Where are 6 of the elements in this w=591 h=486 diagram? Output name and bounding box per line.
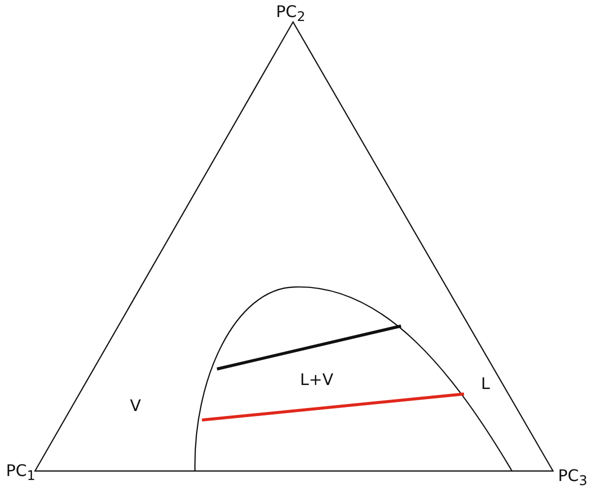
region-label: V [130, 398, 141, 414]
region-label: L+V [300, 372, 334, 388]
region-label: L [481, 376, 490, 392]
vertex-label: PC$_{2}$ [276, 4, 306, 25]
vertex-label: PC$_{1}$ [6, 463, 36, 484]
vertex-label: PC$_{3}$ [558, 468, 588, 486]
